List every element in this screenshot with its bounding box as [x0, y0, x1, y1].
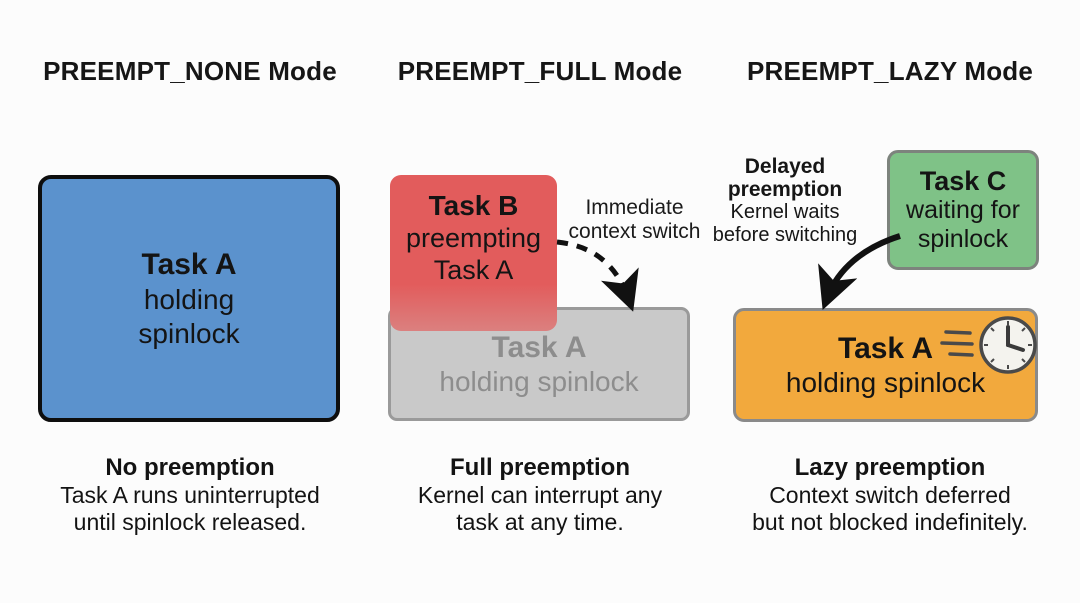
speeding-clock-icon: [938, 312, 1040, 385]
task-a-holding-spinlock-lazy-box: Task A holding spinlock: [733, 308, 1038, 422]
task-line: Task A: [433, 255, 514, 285]
task-name: Task A: [837, 331, 934, 365]
preempt-full-title: PREEMPT_FULL Mode: [397, 56, 683, 86]
task-name: Task A: [491, 330, 587, 364]
task-c-waiting-box: Task C waiting for spinlock: [887, 150, 1039, 270]
task-name: Task C: [919, 166, 1007, 196]
delayed-preemption-note: Delayed preemption Kernel waits before s…: [712, 155, 858, 246]
task-line: spinlock: [917, 225, 1009, 253]
task-line: preempting: [405, 223, 542, 253]
task-a-holding-spinlock-box: Task A holding spinlock: [38, 175, 340, 422]
preempt-lazy-title: PREEMPT_LAZY Mode: [746, 56, 1034, 86]
task-b-preempting-box: Task B preempting Task A: [390, 175, 557, 331]
task-name: Task B: [428, 190, 519, 221]
curved-arrow-icon: [818, 233, 901, 310]
no-preemption-caption: No preemption Task A runs uninterrupted …: [60, 454, 320, 535]
task-name: Task A: [141, 247, 237, 281]
task-line: holding: [143, 283, 235, 315]
task-line: spinlock: [138, 317, 240, 349]
task-line: waiting for: [906, 196, 1020, 224]
task-line: holding spinlock: [785, 366, 986, 398]
full-preemption-caption: Full preemption Kernel can interrupt any…: [417, 454, 663, 535]
preempt-none-title: PREEMPT_NONE Mode: [43, 56, 337, 86]
dashed-arrow-icon: [556, 239, 639, 312]
immediate-context-switch-label: Immediate context switch: [568, 196, 701, 243]
lazy-preemption-caption: Lazy preemption Context switch deferred …: [752, 454, 1028, 535]
task-line: holding spinlock: [439, 365, 639, 397]
